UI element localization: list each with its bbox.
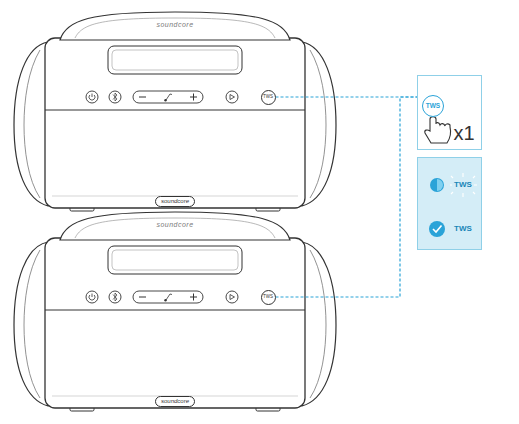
play-symbol <box>230 95 235 100</box>
minus-symbol <box>139 297 146 298</box>
power-symbol <box>92 294 93 298</box>
step-panel: x1 TWS <box>417 75 482 150</box>
speaker-body <box>45 38 305 208</box>
end-cap-line <box>310 50 326 198</box>
end-cap <box>302 42 336 206</box>
button <box>226 291 238 303</box>
end-cap-line <box>24 250 40 398</box>
press-count: x1 <box>453 122 474 144</box>
blinking-dot-highlight <box>437 179 443 191</box>
display-window <box>108 46 242 74</box>
display-inner <box>112 50 238 70</box>
button <box>226 91 238 103</box>
button-label: TWS <box>426 102 440 109</box>
logo-badge: soundcore <box>155 396 195 407</box>
end-cap <box>302 242 336 406</box>
status-text: TWS <box>454 225 472 234</box>
display-window <box>108 246 242 274</box>
volume-button <box>133 291 203 303</box>
note-symbol <box>166 94 172 100</box>
bluetooth-symbol <box>113 293 117 301</box>
brand-logo: soundcore <box>161 398 189 405</box>
status-text: TWS <box>454 181 472 190</box>
plus-symbol <box>190 94 197 101</box>
hand-icon <box>425 117 451 143</box>
button-label: TWS <box>263 95 273 100</box>
button <box>86 91 98 103</box>
note-symbol <box>164 99 166 101</box>
brand-logo: soundcore <box>156 21 193 29</box>
blinking-dot <box>430 178 444 192</box>
minus-symbol <box>139 97 146 98</box>
tws-button: TWS <box>261 90 276 105</box>
dashed-connector <box>276 96 418 97</box>
speaker <box>14 12 336 211</box>
speaker <box>14 212 336 411</box>
grille-edge <box>45 310 305 311</box>
tws-button-icon: TWS <box>422 95 444 117</box>
end-cap-line <box>310 250 326 398</box>
dashed-connector <box>276 97 418 297</box>
play-symbol <box>230 295 235 300</box>
note-symbol <box>166 294 172 300</box>
button-label: TWS <box>263 295 273 300</box>
note-symbol <box>164 299 166 301</box>
speaker-body <box>45 238 305 408</box>
grille-edge <box>45 110 305 111</box>
top-lid-line <box>75 218 275 238</box>
power-symbol <box>92 94 93 98</box>
top-lid-line <box>75 18 275 38</box>
top-lid <box>60 212 290 240</box>
end-cap-line <box>24 50 40 198</box>
display-inner <box>112 250 238 270</box>
button <box>109 91 121 103</box>
panel-icons <box>417 157 482 250</box>
plus-symbol <box>190 294 197 301</box>
check-mark <box>433 226 442 233</box>
brand-logo: soundcore <box>156 221 193 229</box>
volume-button <box>133 91 203 103</box>
end-cap <box>14 42 48 206</box>
blink-rays <box>450 173 477 197</box>
status-panel: TWS TWS <box>417 157 482 250</box>
button <box>109 291 121 303</box>
button <box>86 291 98 303</box>
tws-button: TWS <box>261 290 276 305</box>
brand-logo: soundcore <box>161 198 189 205</box>
check-icon <box>429 221 445 237</box>
bluetooth-symbol <box>113 93 117 101</box>
end-cap <box>14 242 48 406</box>
top-lid <box>60 12 290 40</box>
logo-badge: soundcore <box>155 196 195 207</box>
